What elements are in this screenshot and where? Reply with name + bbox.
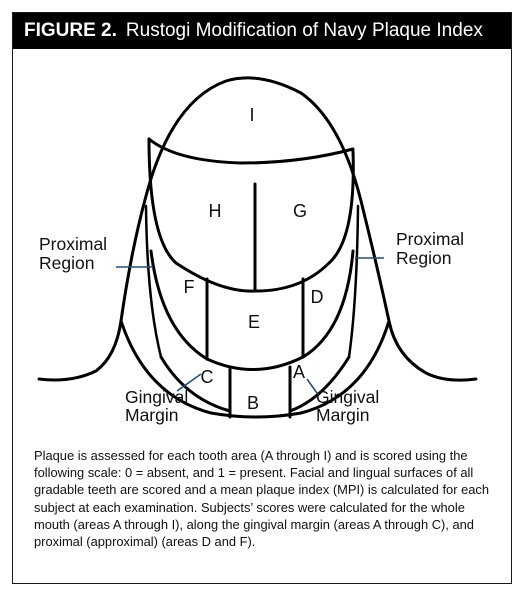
- proximal-right-label-line2: Region: [396, 248, 451, 268]
- tooth-bottom-outline: [119, 319, 391, 419]
- area-f-outer: [149, 249, 209, 361]
- gingival-right-label-line1: Gingival: [316, 387, 379, 407]
- tooth-outline: [37, 76, 478, 382]
- area-c-edge: [159, 355, 232, 413]
- area-label-a: A: [293, 362, 305, 382]
- gingival-boundary: [205, 355, 305, 371]
- proximal-left-label-line1: Proximal: [39, 234, 107, 254]
- area-label-g: G: [293, 201, 307, 221]
- area-label-c: C: [201, 367, 214, 387]
- gingival-left-label-line2: Margin: [125, 405, 179, 425]
- area-a-edge: [288, 355, 351, 413]
- area-label-h: H: [209, 201, 222, 221]
- figure-title-bar: FIGURE 2. Rustogi Modification of Navy P…: [13, 13, 511, 49]
- figure-frame: FIGURE 2. Rustogi Modification of Navy P…: [12, 12, 512, 584]
- gingival-left-leader: [176, 373, 202, 392]
- area-label-d: D: [311, 287, 324, 307]
- gingival-left-label-line1: Gingival: [125, 387, 188, 407]
- figure-label: FIGURE 2.: [24, 20, 117, 41]
- proximal-left-label-line2: Region: [39, 253, 94, 273]
- gingival-right-label-line2: Margin: [316, 405, 370, 425]
- tooth-diagram: I H G F D E C A B Proximal Region Proxim…: [37, 76, 478, 425]
- gingival-right-leader: [306, 378, 320, 397]
- area-label-e: E: [248, 312, 260, 332]
- proximal-left-strip: [144, 204, 163, 359]
- area-label-b: B: [247, 393, 259, 413]
- area-d-outer: [301, 249, 355, 359]
- proximal-right-strip: [347, 204, 360, 359]
- area-i-boundary: [147, 137, 355, 165]
- proximal-right-label-line1: Proximal: [396, 229, 464, 249]
- area-label-f: F: [184, 277, 195, 297]
- figure-title: Rustogi Modification of Navy Plaque Inde…: [125, 20, 483, 41]
- area-label-i: I: [249, 105, 254, 125]
- figure-caption: Plaque is assessed for each tooth area (…: [34, 448, 490, 550]
